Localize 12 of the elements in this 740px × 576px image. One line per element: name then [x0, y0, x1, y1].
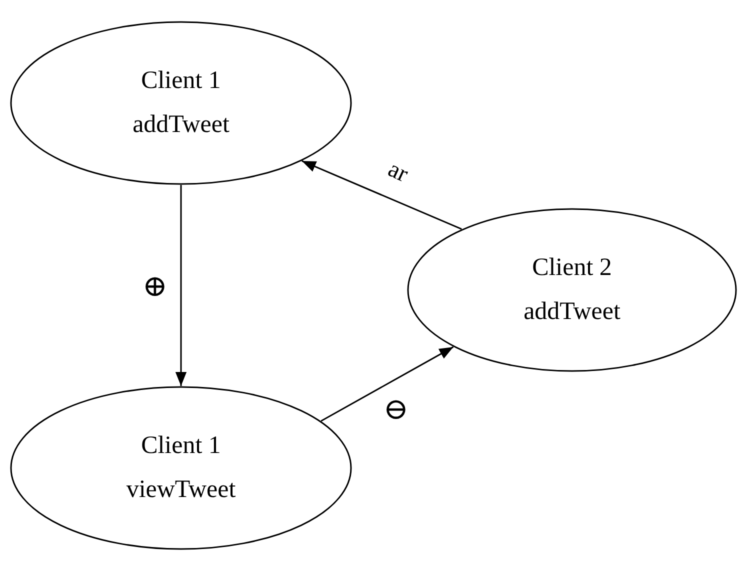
node-text: Client 1: [141, 66, 221, 96]
node-text: Client 1: [141, 431, 221, 461]
node-text: addTweet: [132, 110, 230, 140]
node-text: viewTweet: [126, 475, 236, 505]
ellipse-node: [407, 208, 737, 372]
arrow: [302, 160, 462, 230]
arrow: [175, 185, 187, 386]
node-text: Client 2: [532, 253, 612, 283]
ellipse-node: [10, 21, 352, 185]
ellipse-node: [10, 386, 352, 550]
arrow: [320, 346, 454, 422]
node-text: addTweet: [524, 297, 620, 327]
